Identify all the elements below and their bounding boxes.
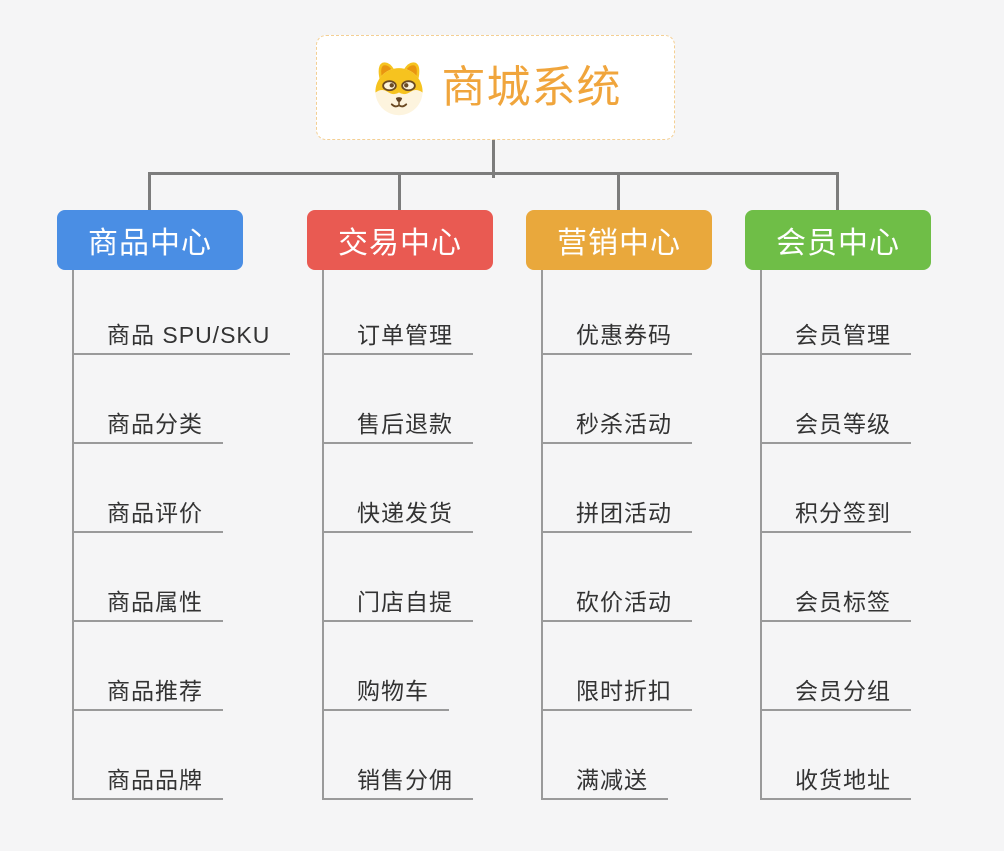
branch-spine-marketing — [541, 270, 543, 800]
connector-root-stub — [492, 140, 495, 178]
branch-spine-products — [72, 270, 74, 800]
leaf-node[interactable]: 会员标签 — [760, 584, 911, 622]
leaf-node[interactable]: 销售分佣 — [322, 762, 473, 800]
leaf-node[interactable]: 优惠券码 — [541, 317, 692, 355]
branch-label: 交易中心 — [338, 227, 462, 260]
connector-drop-marketing — [617, 172, 620, 210]
leaf-node[interactable]: 商品推荐 — [72, 673, 223, 711]
leaf-node[interactable]: 快递发货 — [322, 495, 473, 533]
leaf-column-products: 商品 SPU/SKU 商品分类 商品评价 商品属性 商品推荐 商品品牌 — [72, 317, 291, 851]
leaf-column-trade: 订单管理 售后退款 快递发货 门店自提 购物车 销售分佣 — [322, 317, 473, 851]
leaf-node[interactable]: 会员分组 — [760, 673, 911, 711]
leaf-node[interactable]: 商品属性 — [72, 584, 223, 622]
leaf-node[interactable]: 满减送 — [541, 762, 668, 800]
leaf-node[interactable]: 会员等级 — [760, 406, 911, 444]
leaf-node[interactable]: 商品品牌 — [72, 762, 223, 800]
leaf-node[interactable]: 砍价活动 — [541, 584, 692, 622]
leaf-node[interactable]: 收货地址 — [760, 762, 911, 800]
leaf-node[interactable]: 秒杀活动 — [541, 406, 692, 444]
leaf-node[interactable]: 拼团活动 — [541, 495, 692, 533]
leaf-column-marketing: 优惠券码 秒杀活动 拼团活动 砍价活动 限时折扣 满减送 — [541, 317, 692, 851]
connector-drop-members — [836, 172, 839, 210]
root-title: 商城系统 — [441, 62, 622, 112]
leaf-node[interactable]: 会员管理 — [760, 317, 911, 355]
connector-drop-products — [148, 172, 151, 210]
branch-label: 营销中心 — [557, 227, 681, 260]
branch-node-trade[interactable]: 交易中心 — [307, 210, 493, 270]
branch-node-members[interactable]: 会员中心 — [745, 210, 931, 270]
leaf-node[interactable]: 售后退款 — [322, 406, 473, 444]
root-node[interactable]: 商城系统 — [316, 35, 675, 140]
branch-spine-members — [760, 270, 762, 800]
shiba-dog-icon — [370, 59, 428, 117]
leaf-node[interactable]: 商品分类 — [72, 406, 223, 444]
branch-label: 会员中心 — [776, 227, 900, 260]
leaf-node[interactable]: 限时折扣 — [541, 673, 692, 711]
leaf-node[interactable]: 商品 SPU/SKU — [72, 317, 291, 355]
leaf-node[interactable]: 门店自提 — [322, 584, 473, 622]
branch-node-products[interactable]: 商品中心 — [57, 210, 243, 270]
leaf-node[interactable]: 订单管理 — [322, 317, 473, 355]
leaf-node[interactable]: 购物车 — [322, 673, 449, 711]
branch-label: 商品中心 — [88, 227, 212, 260]
connector-drop-trade — [398, 172, 401, 210]
branch-spine-trade — [322, 270, 324, 800]
connector-horizontal — [148, 172, 839, 175]
leaf-node[interactable]: 积分签到 — [760, 495, 911, 533]
leaf-node[interactable]: 商品评价 — [72, 495, 223, 533]
leaf-column-members: 会员管理 会员等级 积分签到 会员标签 会员分组 收货地址 — [760, 317, 911, 851]
branch-node-marketing[interactable]: 营销中心 — [526, 210, 712, 270]
